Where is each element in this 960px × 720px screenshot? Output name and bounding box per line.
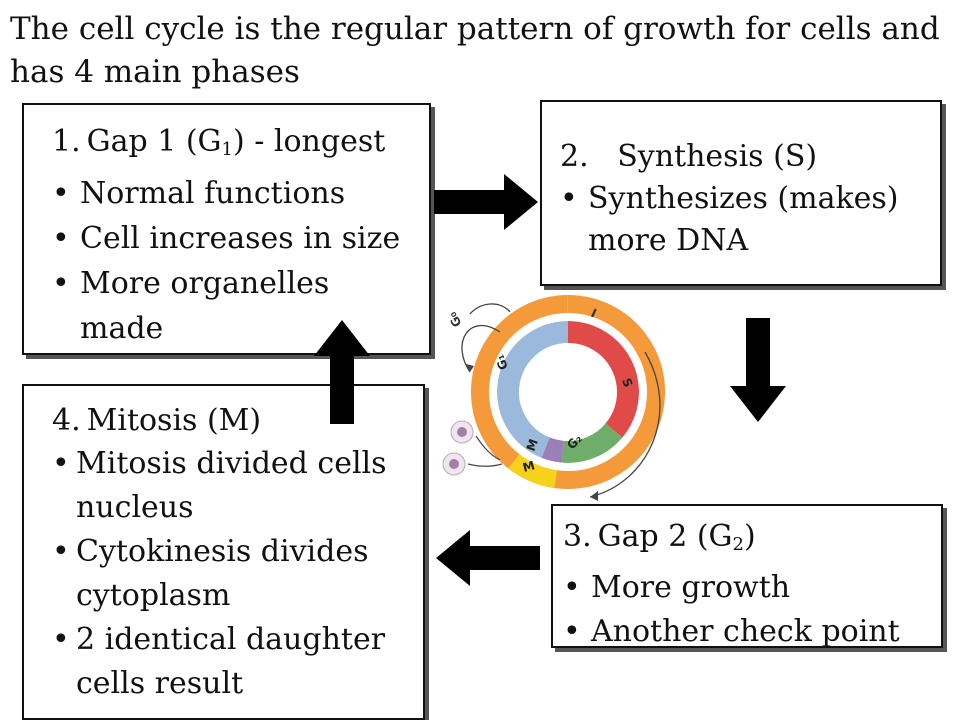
- phase-gap2-heading: 3. Gap 2 (G2): [563, 519, 756, 555]
- phase-gap1-box: 1. Gap 1 (G1) - longest •Normal function…: [22, 103, 431, 355]
- page-title: The cell cycle is the regular pattern of…: [10, 11, 940, 90]
- phase-synthesis-heading: 2. Synthesis (S): [560, 139, 818, 174]
- phase-gap1-heading: 1. Gap 1 (G1) - longest: [52, 124, 386, 160]
- m-phase-segment: [541, 437, 565, 463]
- arrow-left-icon: [436, 530, 540, 586]
- label-mitosis-band: M: [521, 458, 536, 475]
- label-g1-phase: G₁: [492, 353, 510, 372]
- mitosis-band-segment: [508, 454, 558, 489]
- ring-gap: [491, 315, 645, 469]
- bullet-item: •Normal functions: [52, 176, 346, 211]
- arrow-up-icon: [314, 320, 370, 424]
- label-g0-phase: G₀: [445, 309, 465, 329]
- bullet-item: •Cytokinesis divides cytoplasm: [52, 534, 369, 613]
- label-m-phase: M: [524, 437, 541, 453]
- label-interphase: I: [589, 306, 599, 321]
- bullet-item: •More growth: [563, 570, 791, 605]
- phase-gap2-box: 3. Gap 2 (G2) •More growth •Another chec…: [551, 504, 943, 649]
- arrow-right-icon: [434, 174, 538, 230]
- phase-synthesis-box: 2. Synthesis (S) •Synthesizes (makes) mo…: [540, 100, 942, 286]
- arrow-down-icon: [730, 318, 786, 422]
- bullet-item: •Cell increases in size: [52, 221, 401, 256]
- g2-phase-segment: [561, 423, 623, 463]
- outer-ring-segment: [471, 295, 665, 489]
- bullet-item: •Another check point: [563, 614, 900, 649]
- bullet-item: •More organelles made: [52, 266, 330, 346]
- s-phase-segment: [567, 321, 639, 438]
- bullet-item: •Mitosis divided cells nucleus: [52, 446, 387, 525]
- phase-mitosis-heading: 4. Mitosis (M): [52, 403, 262, 438]
- g1-phase-segment: [497, 321, 569, 458]
- bullet-item: •Synthesizes (makes) more DNA: [560, 181, 899, 258]
- phase-mitosis-box: 4. Mitosis (M) •Mitosis divided cells nu…: [22, 384, 425, 720]
- bullet-item: •2 identical daughter cells result: [52, 622, 386, 701]
- cell-cycle-diagram: I S G₂ M G₁ G₀ M: [442, 295, 665, 501]
